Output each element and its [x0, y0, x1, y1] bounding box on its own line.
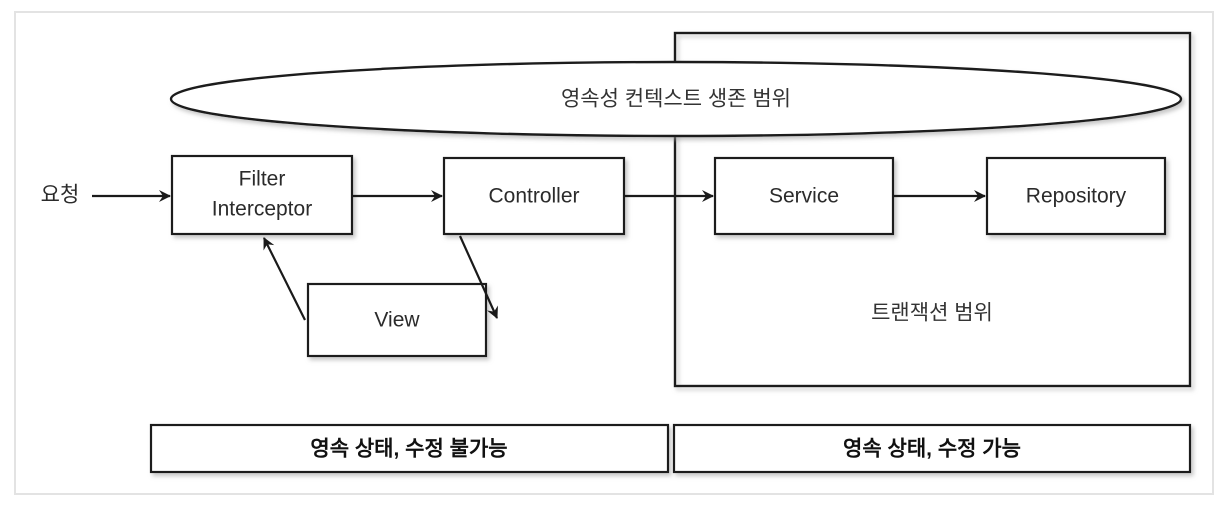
controller-box — [442, 156, 626, 236]
edge-controller-to-view — [458, 235, 499, 319]
persistence-context-ellipse — [169, 60, 1183, 138]
service-box — [713, 156, 895, 236]
node-view: View — [306, 282, 488, 358]
node-controller: Controller — [442, 156, 626, 236]
legend-left-box — [149, 423, 670, 474]
transaction-scope-group: 트랜잭션 범위 — [673, 31, 1192, 388]
legend-left-group: 영속 상태, 수정 불가능 — [149, 423, 670, 474]
service-label: Service — [769, 185, 839, 208]
persistence-context-label: 영속성 컨텍스트 생존 범위 — [561, 88, 791, 111]
edge-view-to-filter — [263, 237, 306, 321]
repository-box — [985, 156, 1167, 236]
view-label: View — [374, 309, 420, 332]
node-repository: Repository — [985, 156, 1167, 236]
transaction-scope-label: 트랜잭션 범위 — [871, 302, 993, 325]
request-label: 요청 — [41, 184, 80, 207]
legend-left-label: 영속 상태, 수정 불가능 — [310, 438, 507, 461]
legend-right-label: 영속 상태, 수정 가능 — [843, 438, 1021, 461]
request-entry-group: 요청 — [41, 184, 171, 207]
legend-right-box — [672, 423, 1192, 474]
node-filter-interceptor: Filter Interceptor — [170, 154, 354, 236]
repository-label: Repository — [1026, 185, 1127, 208]
filter-interceptor-box — [170, 154, 354, 236]
persistence-context-scope-group: 영속성 컨텍스트 생존 범위 — [169, 60, 1183, 138]
controller-label: Controller — [488, 185, 579, 208]
transaction-scope-box — [673, 31, 1192, 388]
filter-interceptor-label-line1: Filter — [239, 168, 286, 191]
node-service: Service — [713, 156, 895, 236]
legend-right-group: 영속 상태, 수정 가능 — [672, 423, 1192, 474]
filter-interceptor-label-line2: Interceptor — [212, 198, 312, 221]
view-box — [306, 282, 488, 358]
